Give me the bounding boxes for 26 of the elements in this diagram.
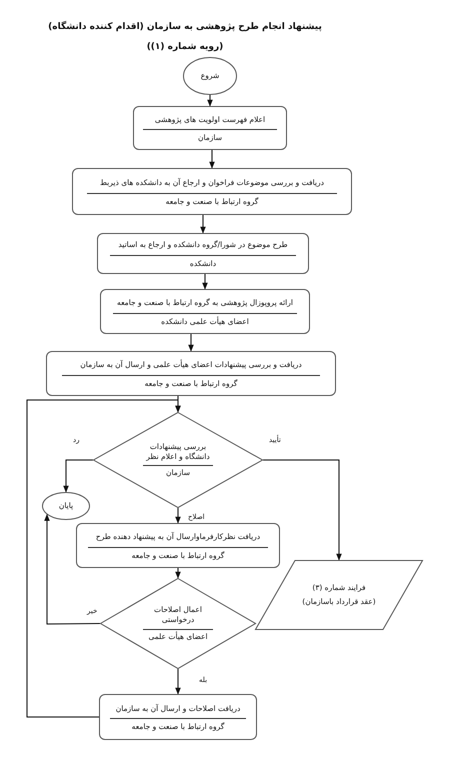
- process-box: [46, 351, 336, 396]
- arrow: [175, 668, 181, 695]
- arrow: [262, 460, 342, 561]
- process-box: [76, 523, 280, 568]
- arrow: [200, 214, 206, 234]
- diagram-title: پیشنهاد انجام طرح پژوهشی به سازمان (اقدام کننده دانشگاه): [47, 22, 323, 32]
- arrow: [26, 400, 181, 718]
- arrow: [209, 150, 215, 169]
- process-box: [100, 289, 310, 334]
- process-box: [97, 233, 309, 274]
- arrow: [202, 274, 208, 290]
- diagram-subtitle: (رویه شماره (۱)): [146, 42, 224, 52]
- arrow: [188, 334, 194, 352]
- decision-diamond: [100, 578, 256, 669]
- process-box: [72, 168, 352, 215]
- decision-diamond: [93, 412, 263, 508]
- process-box: [133, 106, 287, 150]
- arrow: [175, 508, 181, 524]
- arrow: [44, 514, 100, 624]
- arrow: [63, 460, 94, 493]
- terminal-oval: [183, 57, 237, 95]
- io-parallelogram: [255, 560, 423, 630]
- process-box: [99, 694, 257, 740]
- terminal-oval: [42, 492, 90, 520]
- arrow: [175, 568, 181, 579]
- arrow: [207, 94, 213, 107]
